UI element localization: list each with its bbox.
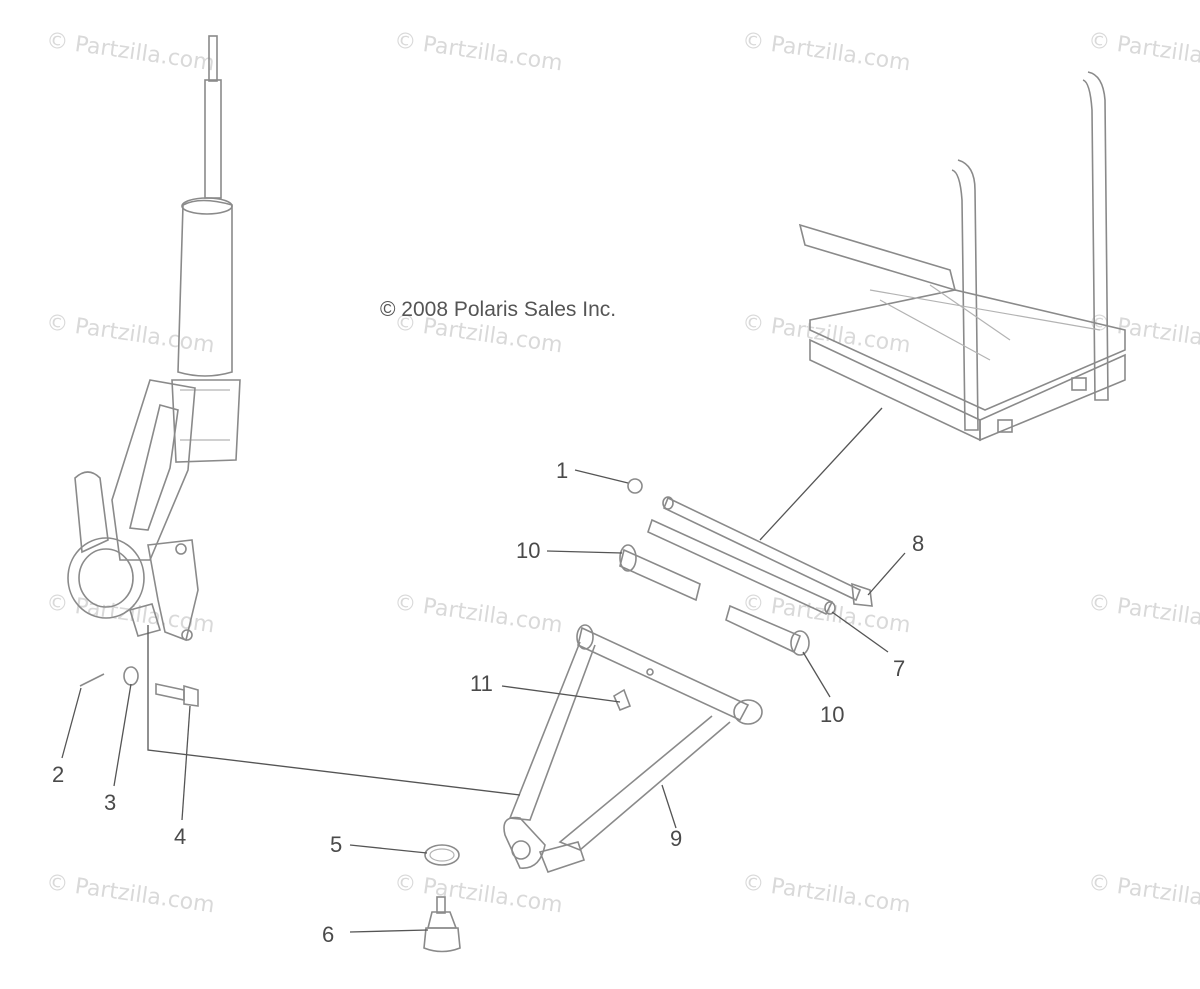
leader-lines	[61, 407, 906, 933]
bushing-lower-drawing	[725, 604, 810, 656]
callout-8: 8	[912, 531, 925, 556]
bolt-drawing	[155, 683, 199, 707]
washer-drawing	[123, 666, 139, 686]
pivot-bolt-long-drawing	[662, 496, 873, 607]
bushing-upper-drawing	[619, 544, 701, 602]
callout-5: 5	[330, 832, 343, 857]
snap-ring-drawing	[424, 844, 460, 866]
ball-joint-drawing	[423, 896, 461, 953]
callout-4: 4	[174, 824, 187, 849]
callout-2: 2	[52, 762, 65, 787]
nut-drawing	[627, 478, 643, 494]
callout-7: 7	[893, 656, 906, 681]
pivot-tube-drawing	[647, 518, 836, 616]
callout-6: 6	[322, 922, 335, 947]
frame-section-drawing	[798, 71, 1126, 442]
callout-9: 9	[670, 826, 683, 851]
steering-knuckle-drawing	[67, 379, 199, 642]
shock-absorber-drawing	[171, 35, 241, 463]
callout-10-upper: 10	[516, 538, 541, 563]
callout-11: 11	[470, 671, 493, 696]
copyright-notice: © 2008 Polaris Sales Inc.	[380, 298, 617, 321]
cotter-pin-drawing	[79, 673, 105, 687]
callout-1: 1	[556, 458, 569, 483]
a-arm-drawing	[503, 624, 763, 873]
callout-3: 3	[104, 790, 117, 815]
callout-10-lower: 10	[820, 702, 845, 727]
